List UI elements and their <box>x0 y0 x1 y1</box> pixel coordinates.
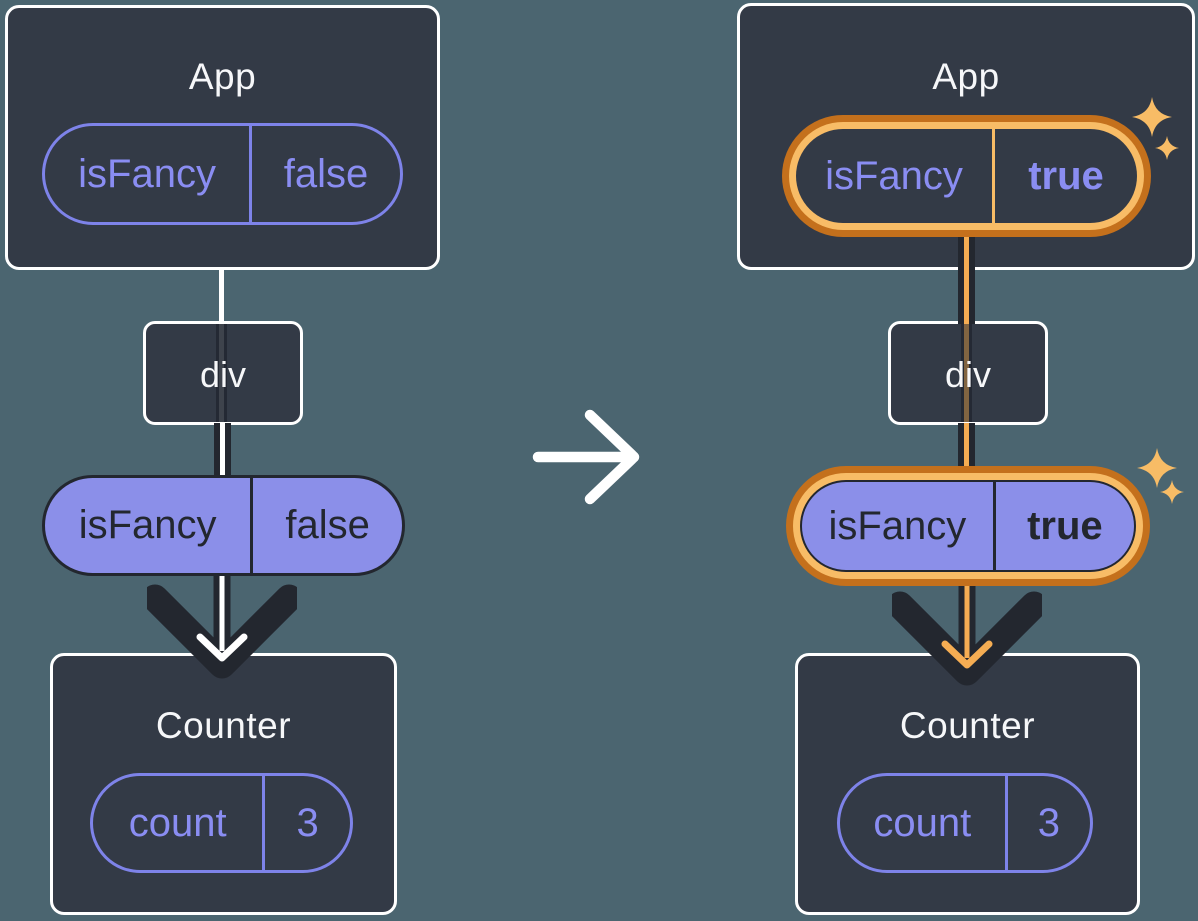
prop-value: true <box>1028 153 1104 198</box>
prop-name: isFancy <box>796 129 995 223</box>
app-prop-pill-highlighted: isFancy true <box>796 129 1137 223</box>
counter-title: Counter <box>155 705 292 746</box>
prop-value: false <box>283 151 369 196</box>
connector-app-div <box>219 268 224 324</box>
counter-title: Counter <box>899 705 1036 746</box>
app-title: App <box>188 56 257 97</box>
state-value: 3 <box>1037 800 1060 845</box>
state-name: count <box>840 776 1008 870</box>
down-arrow-icon <box>892 580 1042 686</box>
down-arrow-icon <box>147 573 297 679</box>
counter-state-pill: count 3 <box>837 773 1093 873</box>
state-value: 3 <box>296 800 319 845</box>
connector-through-div <box>216 324 227 422</box>
app-title: App <box>932 56 1000 97</box>
counter-state-pill: count 3 <box>90 773 353 873</box>
connector-div-pill <box>958 423 975 485</box>
div-label: div <box>199 354 247 395</box>
prop-name: isFancy <box>802 482 996 570</box>
sparkle-icon <box>1137 448 1177 488</box>
app-prop-pill: isFancy false <box>42 123 403 225</box>
connector-div-pill <box>214 423 231 479</box>
div-label: div <box>944 354 992 395</box>
prop-value: false <box>285 503 370 547</box>
prop-name: isFancy <box>45 478 254 573</box>
sparkle-icon <box>1160 480 1184 504</box>
div-node-box <box>143 321 303 425</box>
sparkle-icon <box>1132 97 1172 137</box>
passed-prop-pill: isFancy false <box>42 475 405 576</box>
prop-value: true <box>1027 503 1103 548</box>
state-name: count <box>93 776 266 870</box>
prop-name: isFancy <box>45 126 253 222</box>
connector-app-div <box>958 230 975 324</box>
connector-through-div <box>961 324 972 422</box>
passed-prop-pill-highlighted: isFancy true <box>802 482 1134 570</box>
right-arrow-icon <box>532 409 640 505</box>
sparkle-icon <box>1155 136 1179 160</box>
